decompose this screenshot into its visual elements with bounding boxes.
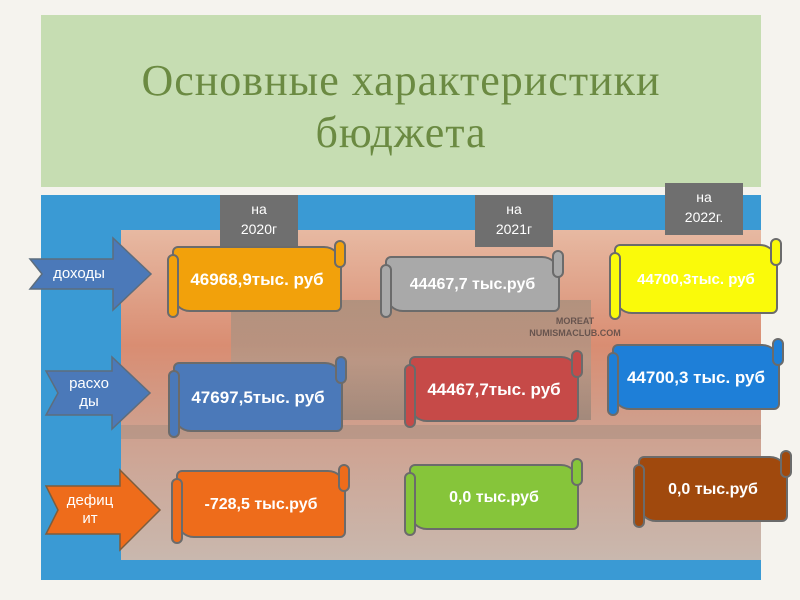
cell-deficit-2020-value: -728,5 тыс.руб <box>204 495 318 513</box>
slide-title: Основные характеристики бюджета <box>41 55 761 159</box>
row-label-income-line-1: доходы <box>53 265 105 282</box>
cell-deficit-2020: -728,5 тыс.руб <box>171 464 350 544</box>
row-arrow-expenses: расхо ды <box>44 355 164 431</box>
cell-expenses-2021-value: 44467,7тыс. руб <box>427 379 561 399</box>
cell-income-2020-value: 46968,9тыс. руб <box>190 269 324 289</box>
watermark-line-2: NUMISMACLUB.COM <box>529 328 621 338</box>
year-tab-2022-line-2: 2022г. <box>684 209 724 225</box>
title-band: Основные характеристики бюджета <box>41 15 761 187</box>
year-tab-2021: на 2021г <box>475 195 553 247</box>
row-arrow-income: доходы <box>28 236 153 312</box>
cell-income-2021-value: 44467,7 тыс.руб <box>409 275 536 293</box>
cell-income-2020: 46968,9тыс. руб <box>167 240 346 318</box>
cell-expenses-2020: 47697,5тыс. руб <box>168 356 347 438</box>
row-label-deficit-line-1: дефиц <box>66 492 114 509</box>
cell-expenses-2022-value: 44700,3 тыс. руб <box>626 367 766 387</box>
cell-expenses-2021: 44467,7тыс. руб <box>404 350 583 428</box>
cell-income-2022-value: 44700,3тыс. руб <box>637 270 755 288</box>
cell-income-2022: 44700,3тыс. руб <box>609 238 782 320</box>
cell-deficit-2022-value: 0,0 тыс.руб <box>668 480 758 498</box>
arrow-right-icon <box>44 468 162 552</box>
arrow-right-icon <box>44 355 152 431</box>
slide-title-line-2: бюджета <box>315 108 487 157</box>
row-label-expenses-line-1: расхо <box>69 375 109 392</box>
row-label-deficit: дефиц ит <box>50 482 130 538</box>
watermark-line-1: MOREAT <box>555 316 595 326</box>
row-label-expenses-line-2: ды <box>79 393 99 410</box>
year-tab-2022-line-1: на <box>696 189 712 205</box>
year-tab-2020: на 2020г <box>220 195 298 247</box>
year-tab-2021-line-2: 2021г <box>495 221 533 237</box>
slide-title-line-1: Основные характеристики <box>141 56 661 105</box>
row-label-deficit-line-2: ит <box>82 510 98 527</box>
cell-income-2021: 44467,7 тыс.руб <box>380 250 564 318</box>
arrow-right-icon <box>28 236 153 312</box>
cell-deficit-2021: 0,0 тыс.руб <box>404 458 583 536</box>
cell-expenses-2022: 44700,3 тыс. руб <box>607 338 784 416</box>
cell-deficit-2021-value: 0,0 тыс.руб <box>449 488 539 506</box>
row-label-income: доходы <box>34 246 124 302</box>
year-tab-2020-line-1: на <box>251 201 267 217</box>
year-tab-2021-line-1: на <box>506 201 522 217</box>
cell-expenses-2020-value: 47697,5тыс. руб <box>191 387 325 407</box>
cell-deficit-2022: 0,0 тыс.руб <box>633 450 792 528</box>
row-label-expenses: расхо ды <box>50 365 128 421</box>
row-arrow-deficit: дефиц ит <box>44 468 164 552</box>
image-watermark: MOREAT NUMISMACLUB.COM <box>520 315 630 339</box>
year-tab-2022: на 2022г. <box>665 183 743 235</box>
year-tab-2020-line-2: 2020г <box>240 221 278 237</box>
